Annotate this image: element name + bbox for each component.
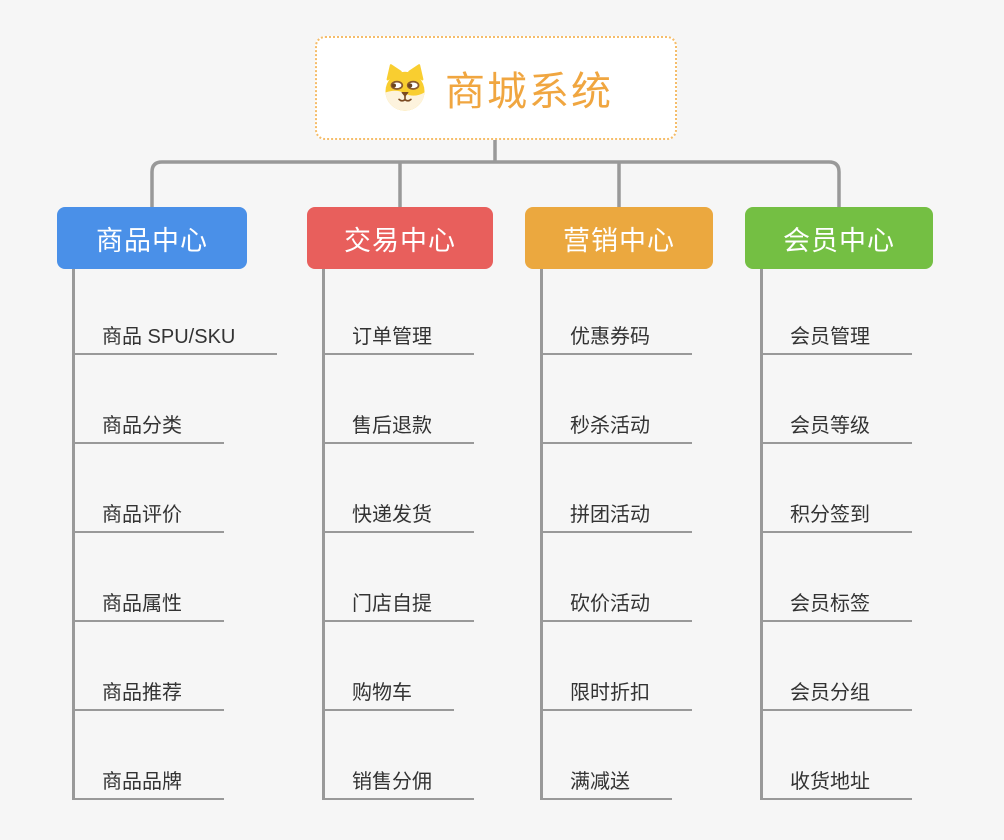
branch-header-label: 会员中心 <box>783 225 895 256</box>
root-node-mall-system[interactable]: 商城系统 <box>315 36 677 140</box>
leaf-item-marketing-center-5[interactable]: 限时折扣 <box>540 678 692 711</box>
branch-spine-line <box>540 269 543 800</box>
leaf-item-member-center-6[interactable]: 收货地址 <box>760 767 912 800</box>
dog-face-icon <box>385 64 425 111</box>
branch-header-label: 商品中心 <box>96 225 208 256</box>
branch-header-trade-center[interactable]: 交易中心 <box>307 207 493 269</box>
leaf-item-member-center-2[interactable]: 会员等级 <box>760 411 912 444</box>
branch-trade-center: 交易中心订单管理售后退款快递发货门店自提购物车销售分佣 <box>307 207 553 807</box>
branch-marketing-center: 营销中心优惠券码秒杀活动拼团活动砍价活动限时折扣满减送 <box>525 207 773 807</box>
leaf-item-product-center-3[interactable]: 商品评价 <box>72 500 224 533</box>
branch-product-center: 商品中心商品 SPU/SKU 商品分类商品评价商品属性商品推荐商品品牌 <box>57 207 307 807</box>
leaf-item-trade-center-3[interactable]: 快递发货 <box>322 500 474 533</box>
branch-spine-line <box>322 269 325 800</box>
leaf-item-trade-center-4[interactable]: 门店自提 <box>322 589 474 622</box>
leaf-item-marketing-center-3[interactable]: 拼团活动 <box>540 500 692 533</box>
branch-header-product-center[interactable]: 商品中心 <box>57 207 247 269</box>
branch-spine-line <box>72 269 75 800</box>
leaf-item-member-center-1[interactable]: 会员管理 <box>760 322 912 355</box>
leaf-item-marketing-center-4[interactable]: 砍价活动 <box>540 589 692 622</box>
leaf-item-product-center-6[interactable]: 商品品牌 <box>72 767 224 800</box>
leaf-item-product-center-2[interactable]: 商品分类 <box>72 411 224 444</box>
branch-header-label: 交易中心 <box>344 225 456 256</box>
branch-spine-line <box>760 269 763 800</box>
leaf-item-trade-center-6[interactable]: 销售分佣 <box>322 767 474 800</box>
branch-header-label: 营销中心 <box>563 225 675 256</box>
leaf-item-marketing-center-1[interactable]: 优惠券码 <box>540 322 692 355</box>
leaf-item-trade-center-2[interactable]: 售后退款 <box>322 411 474 444</box>
leaf-item-member-center-3[interactable]: 积分签到 <box>760 500 912 533</box>
branch-header-marketing-center[interactable]: 营销中心 <box>525 207 713 269</box>
leaf-item-member-center-4[interactable]: 会员标签 <box>760 589 912 622</box>
branch-header-member-center[interactable]: 会员中心 <box>745 207 933 269</box>
leaf-item-trade-center-1[interactable]: 订单管理 <box>322 322 474 355</box>
leaf-item-marketing-center-6[interactable]: 满减送 <box>540 767 672 800</box>
leaf-item-product-center-5[interactable]: 商品推荐 <box>72 678 224 711</box>
leaf-item-product-center-1[interactable]: 商品 SPU/SKU <box>72 322 278 355</box>
leaf-item-trade-center-5[interactable]: 购物车 <box>322 678 454 711</box>
leaf-item-member-center-5[interactable]: 会员分组 <box>760 678 912 711</box>
branch-member-center: 会员中心会员管理会员等级积分签到会员标签会员分组收货地址 <box>745 207 993 807</box>
leaf-item-product-center-4[interactable]: 商品属性 <box>72 589 224 622</box>
root-title: 商城系统 <box>445 70 613 114</box>
leaf-item-marketing-center-2[interactable]: 秒杀活动 <box>540 411 692 444</box>
